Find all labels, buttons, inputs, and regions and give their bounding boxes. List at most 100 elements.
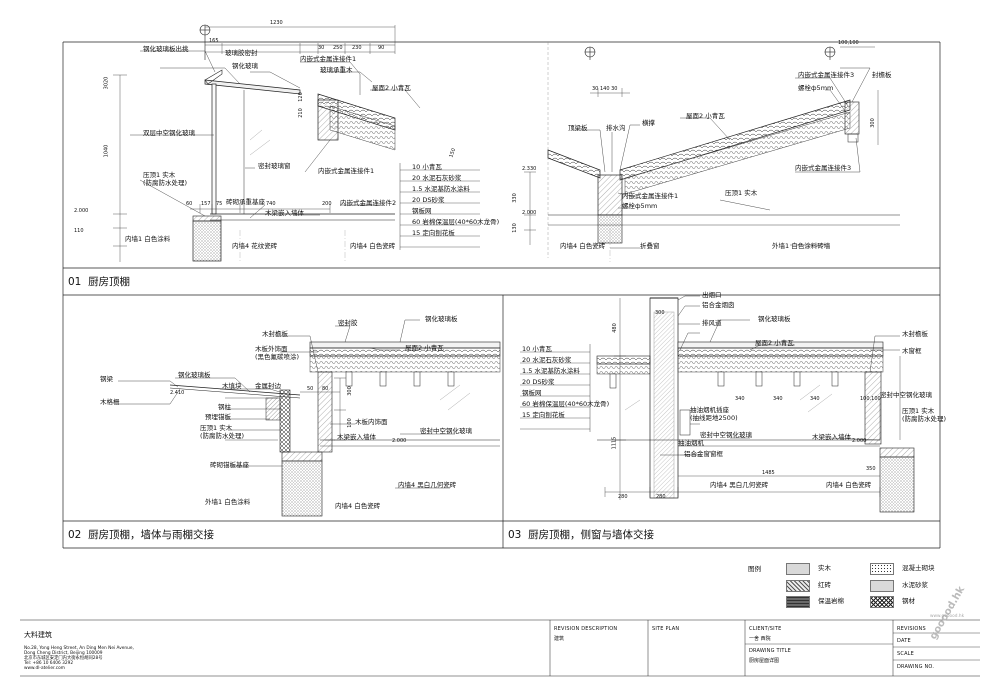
firm-address-3: 北京市东城区安定门内大街永恒胡同28号: [24, 656, 103, 661]
dim-80-02: 80: [322, 386, 329, 392]
legend-swatch-brick: [786, 580, 810, 592]
dim-330: 330: [511, 193, 518, 203]
elev-110: 110: [74, 228, 84, 234]
dim-50-02: 50: [307, 386, 314, 392]
site-plan-label: SITE PLAN: [652, 626, 680, 632]
layer-7: 15 定向刨花板: [412, 229, 455, 237]
legend-swatch-insulation: [786, 596, 810, 608]
label-connector2: 内嵌式金属连接件2: [340, 199, 397, 207]
dim-300-03: 300: [655, 310, 665, 316]
legend-swatch-steel: [870, 596, 894, 608]
label-alu-hood: 铝合金烟囱: [702, 301, 735, 309]
layer-1: 10 小青瓦: [412, 163, 442, 171]
layer-4: 20 DS砂浆: [412, 196, 445, 204]
label-extract: 抽油烟机: [678, 439, 704, 447]
dim-30-140-30: 30 140 30: [592, 86, 618, 92]
legend-title: 图例: [748, 565, 761, 573]
legend-label-mortar: 水泥砂浆: [902, 581, 928, 589]
label-coping-01b: 压顶1 实木: [725, 189, 758, 197]
dim-1115: 1115: [611, 436, 618, 450]
label-roof-tile-02: 屋面2 小青瓦: [405, 344, 444, 352]
label-wall-finish-01: 内墙1 白色涂料: [125, 235, 171, 243]
label-chimney-exit: 出烟口: [702, 291, 722, 299]
label-tile-board: 顶梁板: [568, 124, 588, 132]
layer3-1: 10 小青瓦: [522, 345, 552, 353]
layer3-2: 20 水泥石灰砂浆: [522, 356, 572, 364]
legend-swatch-wood: [786, 563, 810, 575]
label-connector3b: 内嵌式金属连接件3: [795, 164, 852, 172]
label-beam-embed-02: 木梁嵌入墙体: [337, 433, 376, 441]
dim-230: 230: [352, 45, 362, 51]
label-folding-window: 折叠窗: [640, 242, 660, 250]
dim-130: 130: [511, 223, 518, 233]
label-alu-frame: 铝合金窗窗框: [684, 450, 723, 458]
client-site-label: CLIENT/SITE: [749, 626, 782, 632]
dim-1485: 1485: [762, 470, 775, 476]
drawing-title-value: 厨房屋面详图: [749, 658, 780, 664]
legend-swatch-mortar: [870, 580, 894, 592]
label-brick-base-02: 砖砌锚板基座: [210, 461, 249, 469]
label-connector1-01b: 内嵌式金属连接件1: [622, 192, 679, 200]
label-connector: 内嵌式金属连接件1: [300, 55, 357, 63]
label-tempered-glass-02: 钢化玻璃板: [425, 315, 458, 323]
revisions-label: REVISIONS: [897, 626, 926, 632]
legend-label-concrete: 混凝土砌块: [902, 564, 935, 572]
label-brick-base: 砖砌承重基座: [226, 198, 265, 206]
label-exhaust: 排风道: [702, 319, 722, 327]
label-steel-col: 钢柱: [218, 403, 231, 411]
section-title-01: 01 厨房顶棚: [68, 276, 131, 288]
legend-label-wood: 实木: [818, 564, 831, 572]
revision-description-label: REVISION DESCRIPTION: [554, 626, 618, 632]
label-coping-note-03: (防腐防水处理): [902, 415, 947, 423]
label-hood-note: (抽线距地2500): [690, 414, 738, 422]
firm-tel: Tel: +86 10 6406 3292: [24, 661, 74, 666]
firm-name: 大料建筑: [24, 631, 52, 639]
dim-165: 165: [209, 38, 219, 44]
elev-2000-01: 2.000: [74, 208, 89, 214]
section-title-03: 03 厨房顶棚，侧窗与墙体交接: [508, 529, 655, 541]
label-sealant: 密封胶: [338, 319, 358, 327]
elev-2000-02: 2.000: [392, 438, 407, 444]
label-coping-note-01: (防腐防水处理): [143, 179, 188, 187]
label-wood-grille: 木格栅: [100, 398, 120, 406]
dim-350: 350: [866, 466, 876, 472]
label-steel-beam: 钢梁: [100, 375, 113, 383]
label-connector3a: 内嵌式金属连接件3: [798, 71, 855, 79]
dim-480: 480: [611, 323, 618, 333]
firm-web: www.dl-atelier.com: [24, 666, 65, 671]
layer3-3: 1.5 水泥基防水涂料: [522, 367, 580, 375]
label-wall-white-01: 内墙4 白色瓷砖: [350, 242, 396, 250]
label-glass-sealant: 玻璃胶密封: [225, 49, 258, 57]
dim-340-a: 340: [735, 396, 745, 402]
label-sealed-glass2-03: 密封中空钢化玻璃: [880, 391, 932, 399]
layer-5: 钢板网: [412, 207, 432, 215]
elev-2330: 2.330: [522, 166, 537, 172]
label-tempered-glass-03: 钢化玻璃板: [758, 315, 791, 323]
client-site-value: 一舍 西院: [749, 636, 771, 642]
label-glass-overhang: 钢化玻璃板出挑: [143, 45, 189, 53]
label-coping-note-02: (防腐防水处理): [200, 432, 245, 440]
dim-1230: 1230: [270, 20, 283, 26]
dim-157: 157: [201, 201, 211, 207]
layer3-7: 15 定向刨花板: [522, 411, 565, 419]
watermark-site: www.gooood.hk: [930, 614, 965, 619]
legend-label-brick: 红砖: [818, 581, 831, 589]
label-roof-tile-01: 屋面2 小青瓦: [372, 84, 411, 92]
label-metal-seal: 金属封边: [255, 382, 281, 390]
label-fascia-note: (黑色氟碳喷涂): [255, 353, 300, 361]
dim-250: 250: [333, 45, 343, 51]
label-keel-board: 预埋锚板: [205, 413, 231, 421]
scale-label: SCALE: [897, 651, 915, 657]
layer-2: 20 水泥石灰砂浆: [412, 174, 462, 182]
dim-340-b: 340: [773, 396, 783, 402]
label-roof-tile-01b: 屋面2 小青瓦: [686, 112, 725, 120]
label-wall-pattern-03: 内墙4 黑白几何瓷砖: [710, 481, 769, 489]
section-title-02: 02 厨房顶棚，墙体与雨棚交接: [68, 529, 215, 541]
dim-740: 740: [266, 201, 276, 207]
label-bolt2: 螺栓ф5mm: [622, 202, 658, 210]
label-sealboard: 封檐板: [872, 71, 892, 79]
label-wood-fascia: 木板外饰面: [255, 345, 288, 353]
label-coping-01: 压顶1 实木: [143, 171, 176, 179]
dim-200: 200: [322, 201, 332, 207]
